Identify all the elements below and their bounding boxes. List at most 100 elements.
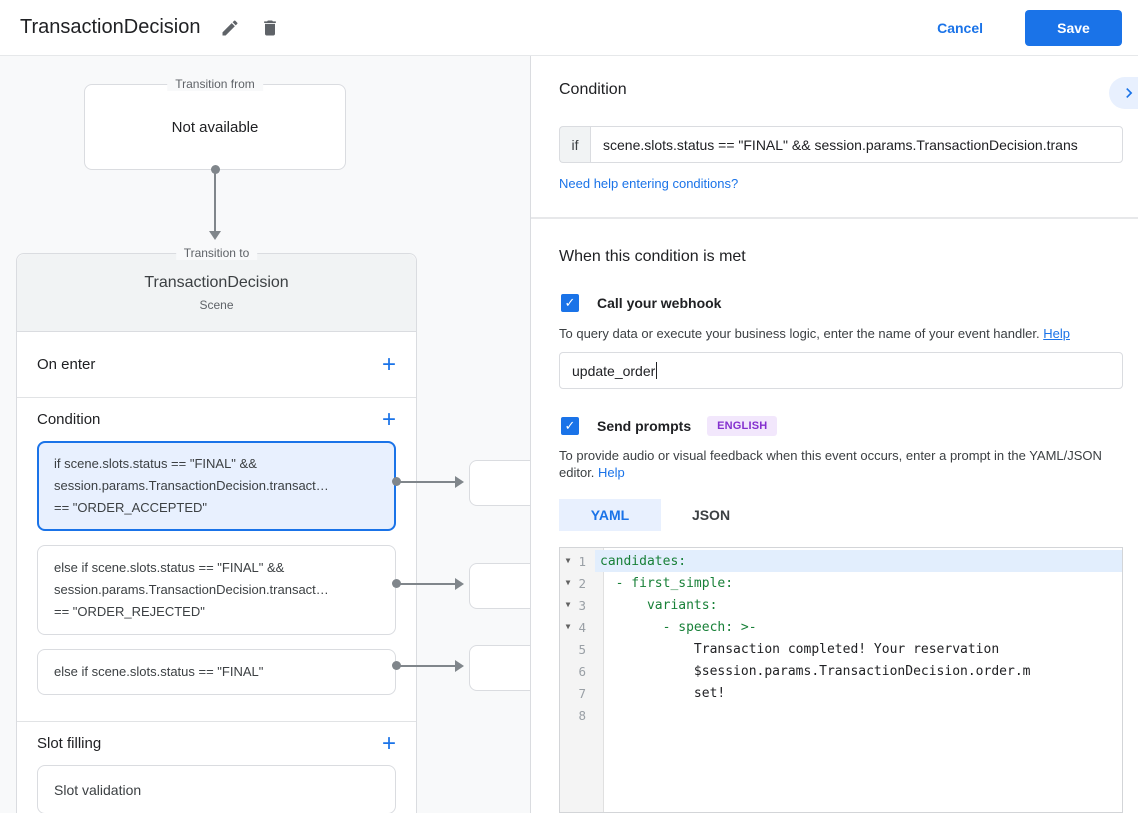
on-enter-label: On enter — [37, 356, 96, 373]
line-number: 8 — [578, 707, 586, 723]
condition-line: else if scene.slots.status == "FINAL" && — [54, 560, 285, 575]
condition-detail-panel: Condition if scene.slots.status == "FINA… — [530, 56, 1138, 813]
code-line: variants: — [600, 597, 718, 613]
webhook-label: Call your webhook — [597, 295, 722, 311]
editor-line: ▼ 2 - first_simple: — [560, 572, 1122, 594]
prompts-description: To provide audio or visual feedback when… — [559, 447, 1131, 481]
code-line: - first_simple: — [600, 575, 734, 591]
condition-line: == "ORDER_REJECTED" — [54, 604, 205, 619]
webhook-handler-input[interactable]: update_order — [559, 352, 1123, 389]
condition-line: session.params.TransactionDecision.trans… — [54, 478, 329, 493]
line-number: 7 — [578, 685, 586, 701]
tab-json[interactable]: JSON — [691, 507, 731, 523]
connector-dot — [392, 661, 401, 670]
code-line — [595, 704, 1122, 726]
chevron-right-icon — [1126, 88, 1133, 98]
edit-scene-button[interactable] — [220, 18, 240, 38]
editor-line: 8 — [560, 704, 1122, 726]
webhook-handler-value: update_order — [572, 362, 656, 379]
transition-from-content: Not available — [171, 118, 259, 136]
send-prompts-label: Send prompts — [597, 418, 692, 434]
conditions-help-link[interactable]: Need help entering conditions? — [559, 176, 739, 191]
cancel-button[interactable]: Cancel — [937, 19, 983, 36]
condition-line: else if scene.slots.status == "FINAL" — [54, 664, 264, 679]
editor-line: 7 set! — [560, 682, 1122, 704]
condition-item-final[interactable]: else if scene.slots.status == "FINAL" — [37, 649, 396, 695]
connector-arrow-icon — [455, 578, 464, 590]
condition-item-rejected[interactable]: else if scene.slots.status == "FINAL" &&… — [37, 545, 396, 635]
connector-line — [399, 481, 456, 483]
send-prompts-checkbox[interactable]: ✓ — [561, 417, 579, 435]
slot-validation-label: Slot validation — [54, 781, 142, 798]
slot-filling-section: Slot filling + Slot validation — [17, 722, 416, 813]
condition-section-head: Condition + — [37, 398, 396, 441]
connector-dot — [392, 477, 401, 486]
tab-yaml[interactable]: YAML — [559, 499, 661, 531]
condition-line: if scene.slots.status == "FINAL" && — [54, 456, 257, 471]
prompts-help-link[interactable]: Help — [598, 465, 625, 480]
transition-to-card: Transition to TransactionDecision Scene … — [16, 246, 417, 813]
connector-dot — [392, 579, 401, 588]
editor-rows: ▼ 1 candidates: ▼ 2 - first_simple: ▼ 3 … — [560, 548, 1122, 726]
scene-card-header: TransactionDecision Scene — [17, 254, 416, 332]
language-badge: ENGLISH — [707, 416, 778, 436]
collapse-panel-button[interactable] — [1109, 77, 1138, 109]
add-on-enter-icon[interactable]: + — [381, 350, 396, 378]
line-number: 6 — [578, 663, 586, 679]
line-number: 3 — [578, 597, 586, 613]
fold-arrow-icon[interactable]: ▼ — [565, 622, 571, 631]
send-prompts-checkbox-row: ✓ Send prompts ENGLISH — [561, 416, 778, 436]
connector-line — [399, 665, 456, 667]
condition-expression-row: if scene.slots.status == "FINAL" && sess… — [559, 126, 1123, 163]
save-button[interactable]: Save — [1025, 9, 1122, 46]
fold-arrow-icon[interactable]: ▼ — [565, 556, 571, 565]
check-icon: ✓ — [564, 418, 576, 433]
transition-target-node[interactable] — [469, 563, 541, 609]
trash-icon — [264, 20, 277, 35]
add-slot-icon[interactable]: + — [381, 729, 396, 757]
line-number: 1 — [578, 553, 586, 569]
connector-arrow-icon — [455, 660, 464, 672]
top-bar: TransactionDecision Cancel Save — [0, 0, 1138, 56]
editor-line: 6 $session.params.TransactionDecision.or… — [560, 660, 1122, 682]
panel-divider — [531, 217, 1138, 219]
editor-gutter — [560, 548, 604, 812]
condition-item-accepted[interactable]: if scene.slots.status == "FINAL" && sess… — [37, 441, 396, 531]
condition-line: session.params.TransactionDecision.trans… — [54, 582, 329, 597]
slot-filling-label: Slot filling — [37, 735, 102, 752]
condition-expression-input[interactable]: scene.slots.status == "FINAL" && session… — [590, 126, 1123, 163]
when-condition-heading: When this condition is met — [559, 248, 746, 265]
webhook-checkbox-row: ✓ Call your webhook — [561, 294, 721, 312]
delete-scene-button[interactable] — [260, 18, 280, 38]
transition-to-legend: Transition to — [175, 246, 258, 260]
transition-from-box: Transition from Not available — [84, 77, 346, 170]
editor-line: ▼ 3 variants: — [560, 594, 1122, 616]
add-condition-icon[interactable]: + — [381, 405, 396, 433]
flow-arrow-line — [214, 172, 216, 232]
flow-diagram-panel: Transition from Not available Transition… — [0, 56, 541, 813]
pencil-icon — [222, 19, 238, 35]
transition-from-legend: Transition from — [167, 77, 263, 91]
code-line: - speech: >- — [600, 619, 757, 635]
editor-line: ▼ 1 candidates: — [560, 550, 1122, 572]
editor-line: ▼ 4 - speech: >- — [560, 616, 1122, 638]
slot-filling-section-head: Slot filling + — [37, 722, 396, 765]
text-cursor — [656, 362, 658, 379]
code-line: Transaction completed! Your reservation — [600, 641, 1000, 657]
line-number: 5 — [578, 641, 586, 657]
editor-tabs: YAML JSON — [559, 499, 761, 531]
condition-section: Condition + if scene.slots.status == "FI… — [17, 398, 416, 722]
connector-arrow-icon — [455, 476, 464, 488]
transition-target-node[interactable] — [469, 460, 541, 506]
top-bar-actions: Cancel Save — [937, 9, 1122, 46]
flow-arrow-head-icon — [209, 231, 221, 240]
yaml-code-editor[interactable]: ▼ 1 candidates: ▼ 2 - first_simple: ▼ 3 … — [559, 547, 1123, 813]
webhook-help-link[interactable]: Help — [1043, 326, 1070, 341]
slot-validation-item[interactable]: Slot validation — [37, 765, 396, 813]
line-number: 2 — [578, 575, 586, 591]
panel-heading: Condition — [559, 81, 627, 98]
webhook-checkbox[interactable]: ✓ — [561, 294, 579, 312]
fold-arrow-icon[interactable]: ▼ — [565, 600, 571, 609]
fold-arrow-icon[interactable]: ▼ — [565, 578, 571, 587]
